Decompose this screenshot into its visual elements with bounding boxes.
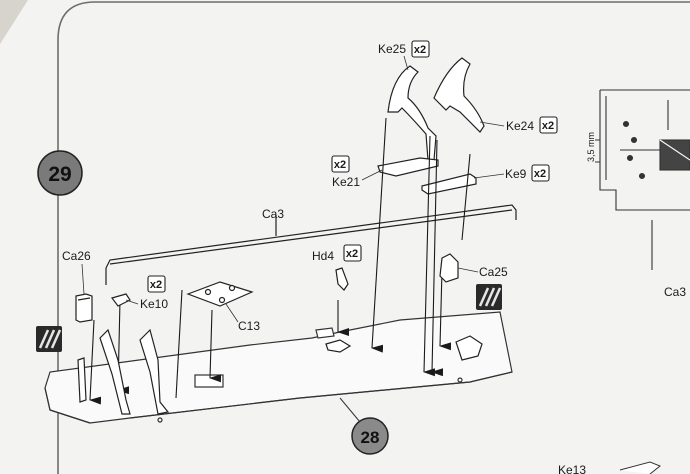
label-ke21: Ke21 bbox=[332, 175, 360, 189]
quantity-hd4: x2 bbox=[343, 244, 362, 262]
part-ke25-ke24-supports bbox=[387, 57, 485, 161]
reference-step-badge: 28 bbox=[351, 417, 389, 455]
inset-part-ke13 bbox=[619, 461, 661, 474]
quantity-text: x2 bbox=[414, 44, 426, 56]
quantity-ke9: x2 bbox=[531, 164, 550, 182]
inset-dimension: 3,5 mm bbox=[586, 132, 596, 162]
quantity-ke24: x2 bbox=[539, 116, 558, 134]
labels: Ke25 Ke24 Ke21 Ke9 Ca3 Ca26 Ke10 Hd4 Ca2… bbox=[62, 42, 534, 333]
side-frames bbox=[77, 328, 170, 415]
leader-lines bbox=[81, 55, 505, 323]
part-ke21-crossbar bbox=[377, 157, 439, 177]
step-number: 29 bbox=[48, 163, 71, 186]
part-ke10-bracket bbox=[110, 293, 131, 307]
quantity-ke10: x2 bbox=[147, 275, 166, 293]
label-ke9: Ke9 bbox=[505, 167, 527, 181]
label-ca3: Ca3 bbox=[262, 207, 284, 221]
label-hd4: Hd4 bbox=[312, 249, 334, 263]
part-hd4 bbox=[325, 267, 352, 353]
inset-detail bbox=[595, 89, 690, 270]
step-frame bbox=[57, 1, 690, 474]
part-c13-plate bbox=[186, 281, 254, 307]
paint-stripe-icon bbox=[36, 326, 62, 352]
quantity-ke25: x2 bbox=[411, 40, 430, 58]
label-ca26: Ca26 bbox=[62, 249, 91, 263]
reference-step-number: 28 bbox=[361, 428, 380, 447]
inset-partial-label: Ke13 bbox=[558, 463, 586, 474]
paint-stripe-icon bbox=[476, 284, 502, 310]
step-badge: 29 bbox=[37, 150, 83, 196]
part-ca3-rail bbox=[105, 204, 517, 285]
label-c13: C13 bbox=[238, 319, 260, 333]
placement-arrows bbox=[89, 117, 471, 405]
quantity-text: x2 bbox=[542, 120, 554, 132]
quantity-text: x2 bbox=[534, 168, 546, 180]
inset-part-label: Ca3 bbox=[664, 285, 686, 299]
label-ke25: Ke25 bbox=[378, 42, 406, 56]
label-ca25: Ca25 bbox=[479, 265, 508, 279]
label-ke10: Ke10 bbox=[140, 297, 168, 311]
part-ca26-bracket bbox=[75, 293, 93, 323]
quantity-text: x2 bbox=[150, 279, 162, 291]
quantity-ke21: x2 bbox=[331, 155, 350, 173]
label-ke24: Ke24 bbox=[506, 119, 534, 133]
quantity-text: x2 bbox=[334, 159, 346, 171]
quantity-text: x2 bbox=[346, 248, 358, 260]
part-ca25 bbox=[439, 253, 483, 361]
